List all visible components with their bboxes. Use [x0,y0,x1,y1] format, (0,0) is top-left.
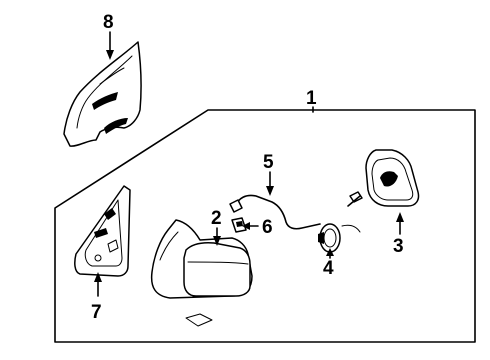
wire-harness-icon [229,194,321,230]
callout-2: 2 [211,208,222,229]
callout-5: 5 [263,152,274,173]
callout-6: 6 [262,217,273,238]
callout-4: 4 [323,258,334,279]
arrow-4 [326,248,334,256]
motor-actuator-icon [318,191,363,253]
arrow-3 [396,212,404,222]
callout-3: 3 [393,236,404,257]
arrow-5 [266,186,274,196]
callout-1: 1 [306,88,317,109]
connector-icon [231,217,247,233]
assembly-outline [54,109,476,343]
arrow-8 [106,50,114,60]
arrow-7 [94,272,102,282]
arrow-6 [242,222,250,230]
inner-cover-icon [74,185,131,277]
arrow-2 [213,236,221,246]
mirror-housing-icon [150,219,253,327]
mirror-glass-icon [365,149,420,207]
window-glass-icon [63,41,142,147]
callout-8: 8 [103,12,114,33]
callout-7: 7 [91,302,102,323]
